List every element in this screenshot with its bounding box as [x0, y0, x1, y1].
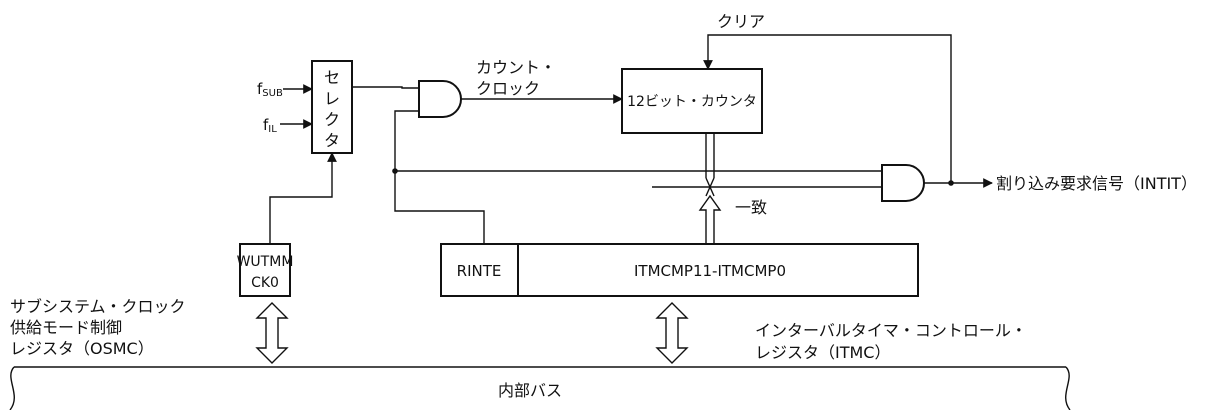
- itmc-register-box: [440, 243, 919, 297]
- itmc-bus-arrow: [655, 302, 689, 364]
- and-gate-2: [881, 164, 925, 202]
- osmc-label-3: レジスタ（OSMC）: [10, 339, 154, 358]
- counter-label: 12ビット・カウンタ: [627, 94, 757, 110]
- selector-box: [311, 60, 353, 154]
- clear-label: クリア: [717, 12, 765, 31]
- count-clock-label-1: カウント・: [476, 58, 556, 77]
- rinte-field: RINTE: [457, 262, 502, 280]
- match-label: 一致: [735, 198, 767, 217]
- interrupt-label: 割り込み要求信号（INTIT）: [996, 174, 1197, 193]
- osmc-label-1: サブシステム・クロック: [10, 297, 186, 316]
- wutmm-label-2: CK0: [251, 275, 279, 291]
- enable-wire: [394, 110, 485, 244]
- osmc-bus-arrow: [255, 302, 289, 364]
- itmc-label-1: インターバルタイマ・コントロール・: [755, 321, 1027, 340]
- selector-char-2: レ: [324, 89, 340, 108]
- clear-feedback-wire: [703, 34, 952, 183]
- register-bus-arrow: [698, 194, 722, 244]
- and-gate-1: [418, 80, 462, 118]
- osmc-label-2: 供給モード制御: [10, 318, 122, 337]
- fil-label: fIL: [263, 116, 277, 135]
- itmcmp-field: ITMCMP11-ITMCMP0: [634, 262, 786, 280]
- selector-char-3: ク: [324, 110, 340, 129]
- counter-box: [621, 68, 763, 134]
- fsub-label: fSUB: [257, 80, 283, 99]
- count-clock-label-2: クロック: [476, 79, 540, 98]
- wutmm-select-wire: [269, 152, 337, 244]
- selector-output-wire: [352, 86, 419, 89]
- internal-bus-left-break: [9, 366, 15, 410]
- selector-char-1: セ: [324, 68, 340, 87]
- enable-junction-dot: [392, 168, 398, 174]
- internal-bus-right-break: [1065, 366, 1071, 410]
- wutmm-label-1: WUTMM: [237, 254, 294, 270]
- wutmmck0-box: [239, 243, 291, 297]
- interrupt-junction-dot: [948, 180, 954, 186]
- internal-bus-label: 内部バス: [498, 381, 562, 400]
- itmc-label-2: レジスタ（ITMC）: [755, 343, 890, 362]
- selector-char-4: タ: [324, 131, 340, 150]
